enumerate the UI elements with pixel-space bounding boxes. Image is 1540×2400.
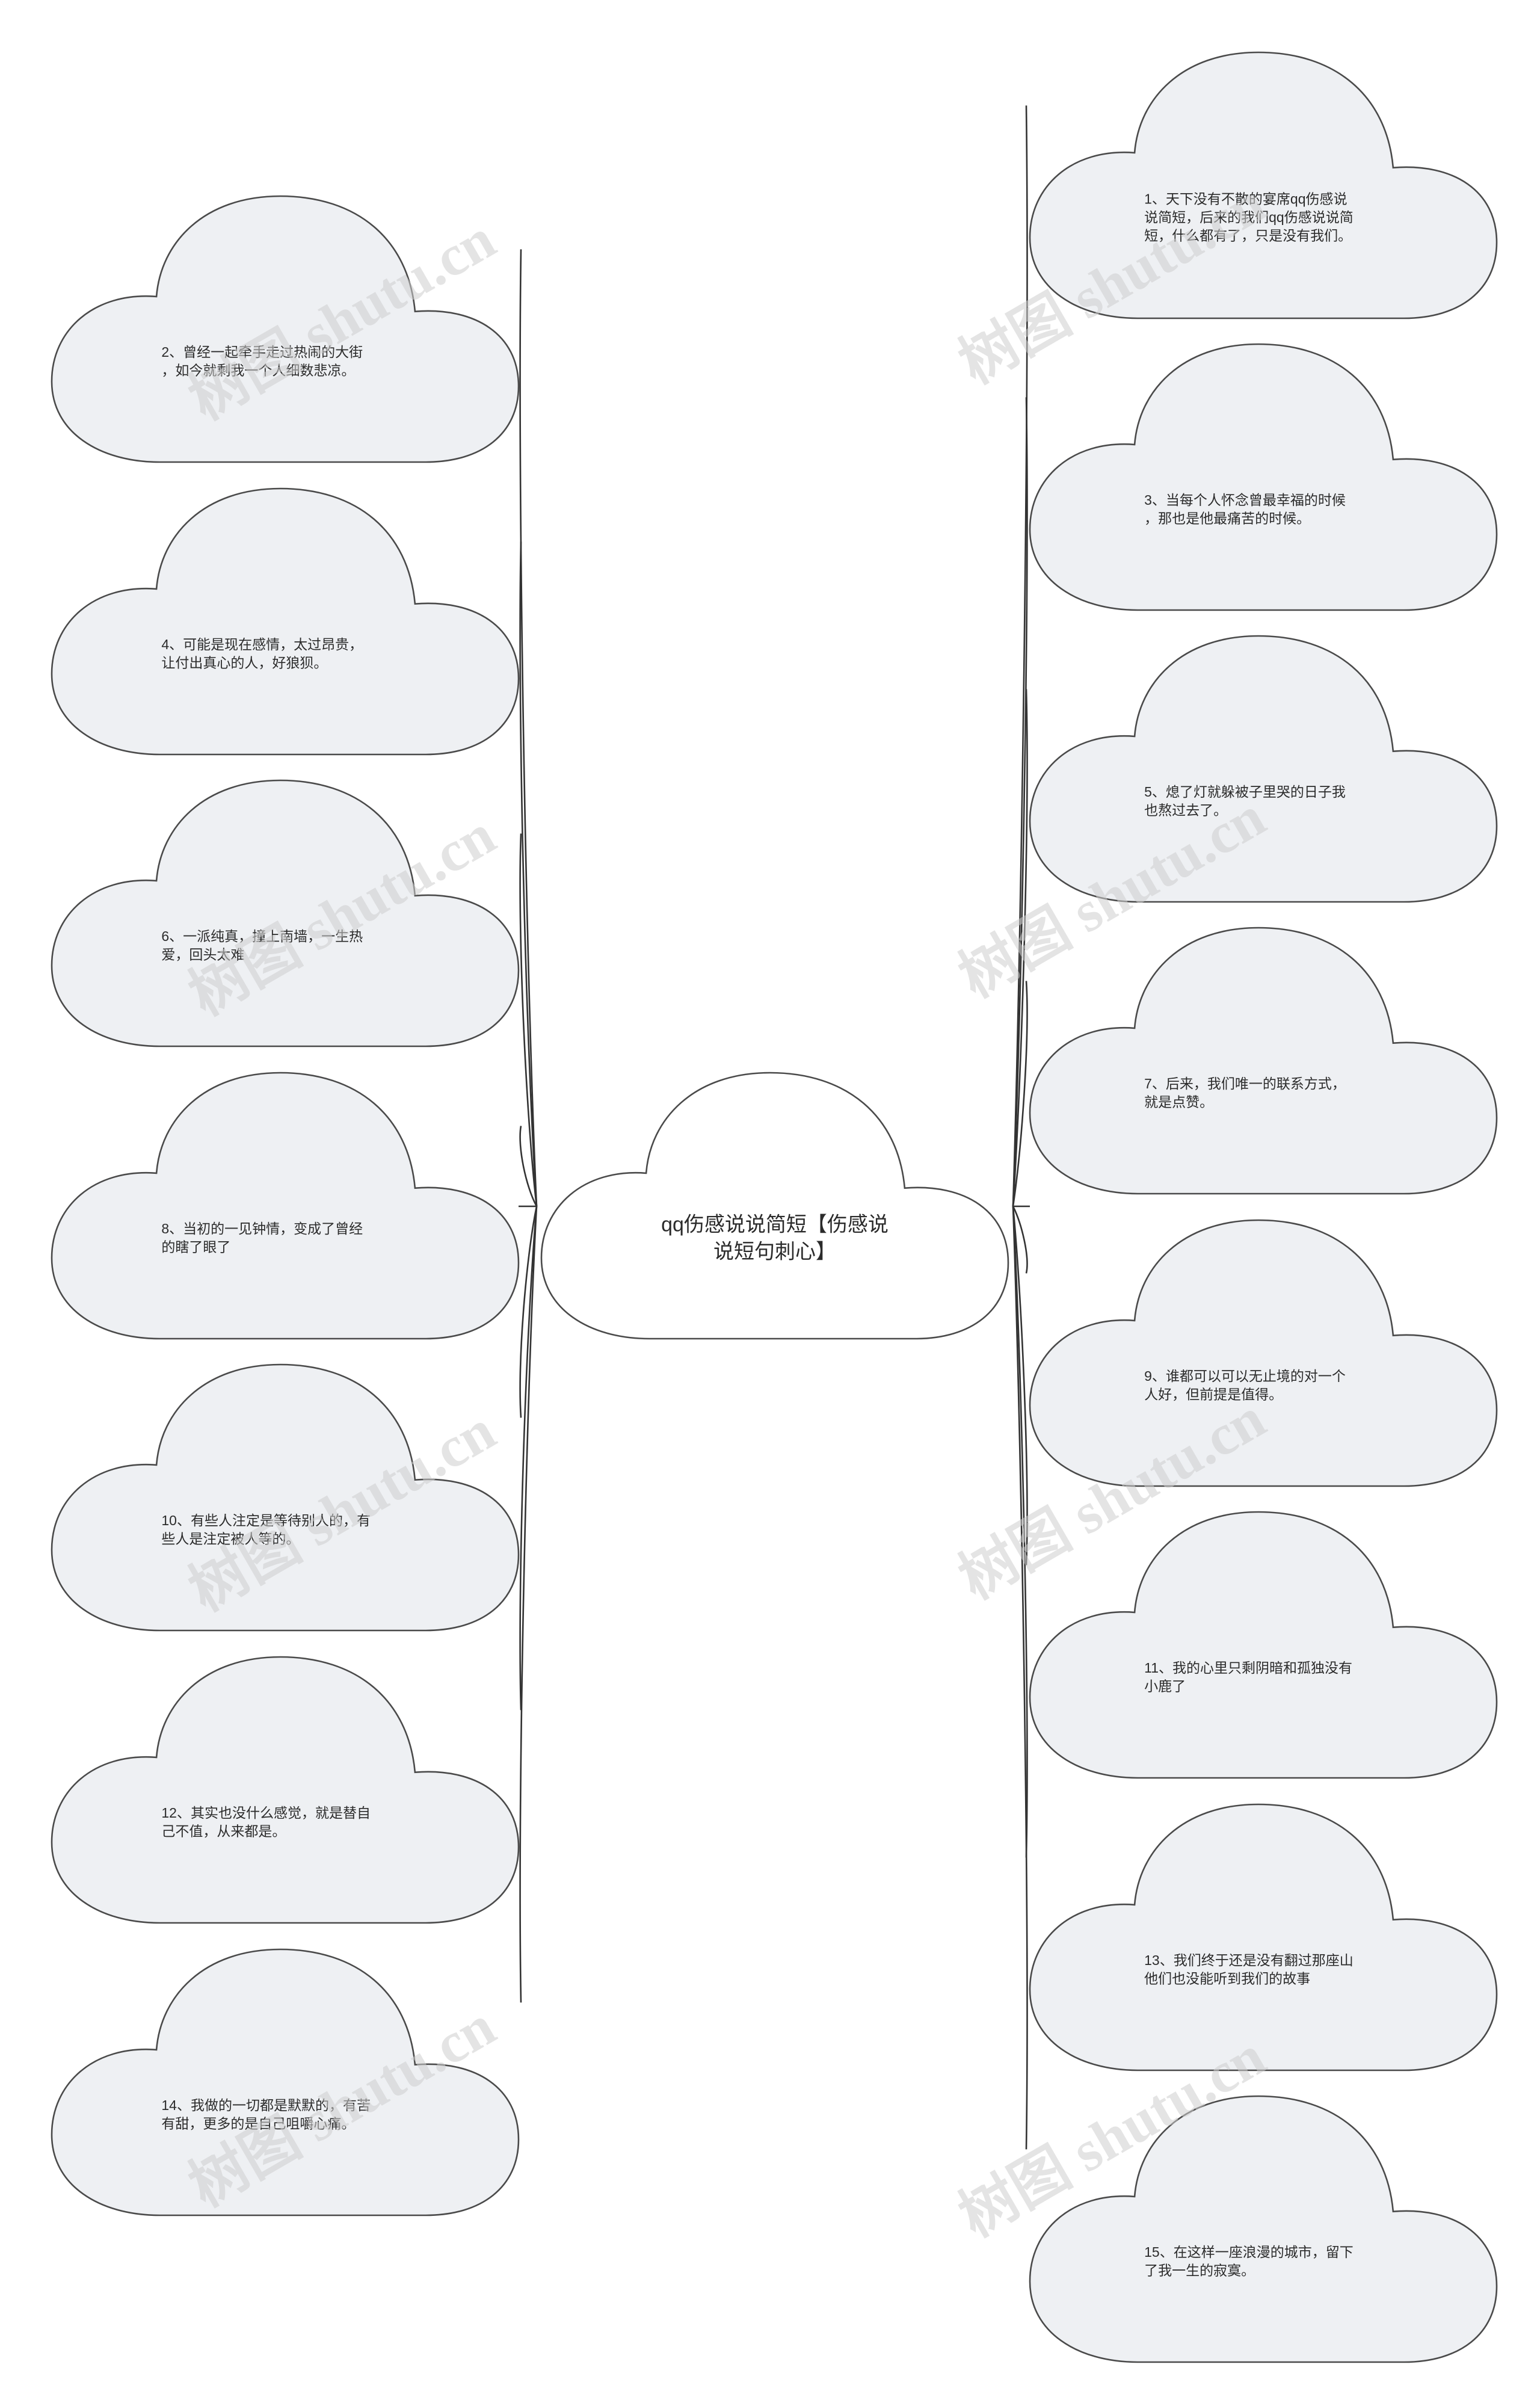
node-text-line: 己不值，从来都是。 <box>161 1823 286 1839</box>
node-text-line: 小鹿了 <box>1144 1678 1186 1694</box>
cloud-shape <box>51 487 520 756</box>
connector-left-2 <box>519 541 538 1207</box>
connector-left-6 <box>519 1206 538 1711</box>
topic-right-1[interactable]: 1、天下没有不散的宴席qq伤感说说简短，后来的我们qq伤感说说简短，什么都有了，… <box>1029 51 1498 319</box>
cloud-shape <box>51 1072 520 1340</box>
cloud-shape <box>1029 927 1498 1195</box>
node-text-line: 些人是注定被人等的。 <box>161 1531 300 1546</box>
cloud-shape <box>1029 343 1498 611</box>
node-text-line: 6、一派纯真，撞上南墙，一生热 <box>161 928 363 944</box>
cloud-shape <box>51 1948 520 2216</box>
node-text-line: 4、可能是现在感情，太过昂贵， <box>161 637 363 652</box>
node-text-line: 5、熄了灯就躲被子里哭的日子我 <box>1144 784 1346 800</box>
connector-left-7 <box>519 1206 538 2003</box>
topic-right-4[interactable]: 7、后来，我们唯一的联系方式， 就是点赞。 <box>1029 927 1498 1195</box>
node-text-line: 说简短，后来的我们qq伤感说说简 <box>1144 209 1354 225</box>
node-text-line: 3、当每个人怀念曾最幸福的时候 <box>1144 492 1346 508</box>
cloud-shape <box>1029 2095 1498 2363</box>
node-text-line: 13、我们终于还是没有翻过那座山 <box>1144 1952 1354 1968</box>
node-text-line: 的瞎了眼了 <box>161 1239 230 1254</box>
connector-right-6 <box>1012 1206 1028 1566</box>
node-text-line: 也熬过去了。 <box>1144 802 1227 818</box>
node-text-line: 1、天下没有不散的宴席qq伤感说 <box>1144 191 1347 207</box>
connector-right-7 <box>1012 1206 1028 1858</box>
node-text-line: 9、谁都可以可以无止境的对一个 <box>1144 1368 1346 1384</box>
node-text-line: qq伤感说说简短【伤感说 <box>661 1214 889 1236</box>
node-text-line: 短，什么都有了，只是没有我们。 <box>1144 228 1352 244</box>
node-text-line: 说短句刺心】 <box>713 1240 836 1263</box>
connector-right-4 <box>1012 981 1028 1207</box>
connector-right-8 <box>1012 1206 1028 2150</box>
node-text-line: 人好，但前提是值得。 <box>1144 1386 1283 1402</box>
connector-right-5 <box>1012 1206 1028 1274</box>
cloud-shape <box>1029 1511 1498 1779</box>
cloud-shape <box>51 1656 520 1924</box>
cloud-shape <box>1029 51 1498 319</box>
topic-left-1[interactable]: 2、曾经一起牵手走过热闹的大街 ，如今就剩我一个人细数悲凉。 <box>51 195 520 463</box>
connector-right-1 <box>1012 105 1028 1207</box>
connector-left-1 <box>519 249 538 1207</box>
node-text-line: 15、在这样一座浪漫的城市，留下 <box>1144 2244 1354 2260</box>
node-text-line: 爱，回头太难 <box>161 946 244 962</box>
node-text-line: 7、后来，我们唯一的联系方式， <box>1144 1076 1346 1091</box>
node-text-line: ，那也是他最痛苦的时候。 <box>1144 510 1310 526</box>
node-text-line: 11、我的心里只剩阴暗和孤独没有 <box>1144 1660 1352 1676</box>
cloud-shape <box>1029 1803 1498 2071</box>
topic-left-2[interactable]: 4、可能是现在感情，太过昂贵， 让付出真心的人，好狼狈。 <box>51 487 520 756</box>
node-text-line: 2、曾经一起牵手走过热闹的大街 <box>161 344 363 360</box>
cloud-shape <box>51 195 520 463</box>
connector-right-3 <box>1012 689 1028 1207</box>
cloud-shape <box>540 1072 1009 1340</box>
node-text-line: 10、有些人注定是等待别人的，有 <box>161 1513 371 1528</box>
node-text-line: ，如今就剩我一个人细数悲凉。 <box>161 362 355 378</box>
node-text-line: 他们也没能听到我们的故事 <box>1144 1970 1310 1986</box>
node-text-line: 8、当初的一见钟情，变成了曾经 <box>161 1221 363 1236</box>
connectors <box>519 105 1030 2150</box>
cloud-shape <box>51 779 520 1047</box>
node-text-line: 有甜，更多的是自己咀嚼心痛。 <box>161 2115 355 2131</box>
node-text-line: 12、其实也没什么感觉，就是替自 <box>161 1805 371 1821</box>
connector-left-3 <box>519 833 538 1207</box>
cloud-shape <box>1029 635 1498 903</box>
topic-right-2[interactable]: 3、当每个人怀念曾最幸福的时候 ，那也是他最痛苦的时候。 <box>1029 343 1498 611</box>
cloud-shape <box>1029 1219 1498 1487</box>
node-text-line: 让付出真心的人，好狼狈。 <box>161 655 327 670</box>
connector-left-5 <box>519 1206 538 1418</box>
node-text-line: 就是点赞。 <box>1144 1094 1213 1109</box>
connector-right-2 <box>1012 397 1028 1207</box>
connector-left-4 <box>519 1126 538 1207</box>
cloud-shape <box>51 1363 520 1632</box>
node-text-line: 14、我做的一切都是默默的，有苦 <box>161 2097 371 2113</box>
node-text-line: 了我一生的寂寞。 <box>1144 2262 1255 2278</box>
